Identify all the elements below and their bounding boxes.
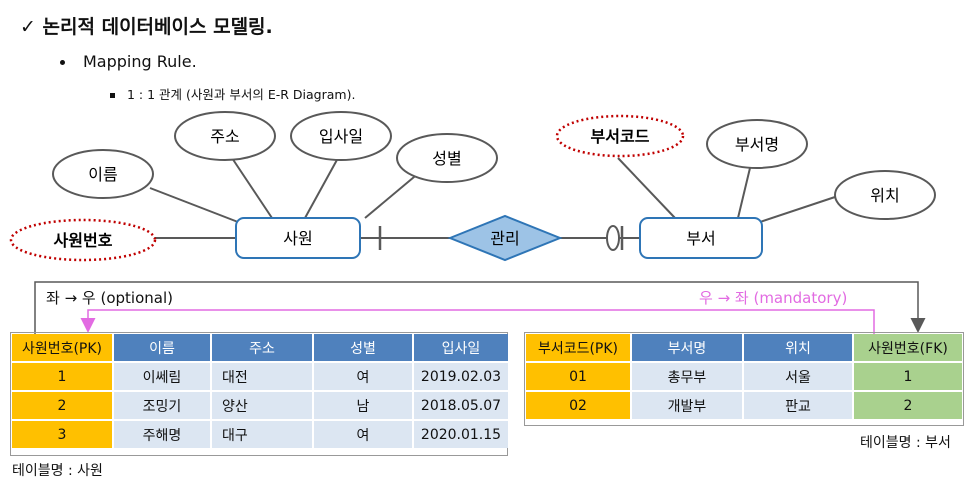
svg-text:부서코드: 부서코드: [591, 127, 650, 146]
cell: 조밍기: [114, 390, 212, 419]
svg-text:사원번호: 사원번호: [54, 231, 113, 250]
attr-location: 위치: [834, 170, 936, 220]
cell: 대구: [212, 419, 314, 448]
cell: 대전: [212, 361, 314, 390]
col-header: 주소: [212, 334, 314, 361]
attr-hire-date: 입사일: [290, 111, 392, 161]
table-row: 01 총무부 서울 1: [526, 361, 962, 390]
attr-dept-code-key: 부서코드: [555, 114, 685, 158]
col-header: 성별: [314, 334, 414, 361]
cell: 주해명: [114, 419, 212, 448]
department-table: 부서코드(PK) 부서명 위치 사원번호(FK) 01 총무부 서울 1 02 …: [526, 334, 962, 419]
entity-employee: 사원: [235, 217, 361, 259]
col-header: 부서명: [632, 334, 744, 361]
bullet-relation-desc-text: 1 : 1 관계 (사원과 부서의 E-R Diagram).: [127, 87, 356, 102]
table-row: 2 조밍기 양산 남 2018.05.07: [12, 390, 508, 419]
attr-address: 주소: [174, 111, 276, 161]
table-row: 3 주해명 대구 여 2020.01.15: [12, 419, 508, 448]
cell: 2019.02.03: [414, 361, 508, 390]
employee-table-caption: 테이블명 : 사원: [12, 463, 103, 479]
bullet-mapping-rule: Mapping Rule.: [60, 52, 197, 71]
table-header-row: 부서코드(PK) 부서명 위치 사원번호(FK): [526, 334, 962, 361]
cell: 2: [12, 390, 114, 419]
cell: 양산: [212, 390, 314, 419]
attr-dept-name: 부서명: [706, 119, 808, 169]
optional-label: 좌 → 우 (optional): [44, 287, 175, 308]
cell: 여: [314, 361, 414, 390]
cell: 1: [854, 361, 962, 390]
mandatory-arrow: [80, 309, 875, 334]
page-title: ✓ 논리적 데이터베이스 모델링.: [20, 16, 273, 38]
zero-mark-right: [606, 225, 620, 251]
table-row: 02 개발부 판교 2: [526, 390, 962, 419]
svg-text:부서: 부서: [686, 229, 715, 248]
attribute-connectors: [149, 154, 839, 239]
attr-gender: 성별: [396, 133, 498, 183]
cell: 총무부: [632, 361, 744, 390]
svg-text:관리: 관리: [490, 229, 519, 248]
cell: 남: [314, 390, 414, 419]
attr-emp-id-key: 사원번호: [9, 218, 157, 262]
bullet-square-icon: [110, 93, 115, 98]
svg-text:위치: 위치: [870, 186, 899, 205]
col-header: 부서코드(PK): [526, 334, 632, 361]
svg-text:부서명: 부서명: [735, 135, 779, 154]
employee-table: 사원번호(PK) 이름 주소 성별 입사일 1 이쎄림 대전 여 2019.02…: [12, 334, 508, 448]
department-table-frame: [524, 332, 964, 426]
svg-text:성별: 성별: [432, 149, 461, 168]
bullet-mapping-rule-text: Mapping Rule.: [83, 52, 197, 71]
bullet-relation-desc: 1 : 1 관계 (사원과 부서의 E-R Diagram).: [110, 84, 355, 103]
cell: 이쎄림: [114, 361, 212, 390]
cell: 서울: [744, 361, 854, 390]
cell: 개발부: [632, 390, 744, 419]
cell: 1: [12, 361, 114, 390]
col-header: 위치: [744, 334, 854, 361]
svg-text:이름: 이름: [88, 165, 117, 184]
svg-text:입사일: 입사일: [319, 127, 363, 146]
cell: 2018.05.07: [414, 390, 508, 419]
entity-department: 부서: [639, 217, 763, 259]
cell: 판교: [744, 390, 854, 419]
bullet-dot-icon: [60, 60, 65, 65]
attr-name: 이름: [52, 149, 154, 199]
col-header: 입사일: [414, 334, 508, 361]
cell: 02: [526, 390, 632, 419]
table-row: 1 이쎄림 대전 여 2019.02.03: [12, 361, 508, 390]
svg-text:주소: 주소: [210, 127, 239, 146]
cell: 2: [854, 390, 962, 419]
cell: 2020.01.15: [414, 419, 508, 448]
cell: 여: [314, 419, 414, 448]
relationship-manage: 관리: [447, 214, 563, 262]
col-header: 이름: [114, 334, 212, 361]
mandatory-label: 우 → 좌 (mandatory): [697, 287, 850, 308]
col-header: 사원번호(FK): [854, 334, 962, 361]
table-header-row: 사원번호(PK) 이름 주소 성별 입사일: [12, 334, 508, 361]
cell: 3: [12, 419, 114, 448]
optional-arrow: [34, 281, 926, 334]
col-header: 사원번호(PK): [12, 334, 114, 361]
svg-text:사원: 사원: [283, 229, 312, 248]
department-table-caption: 테이블명 : 부서: [860, 435, 951, 451]
cell: 01: [526, 361, 632, 390]
